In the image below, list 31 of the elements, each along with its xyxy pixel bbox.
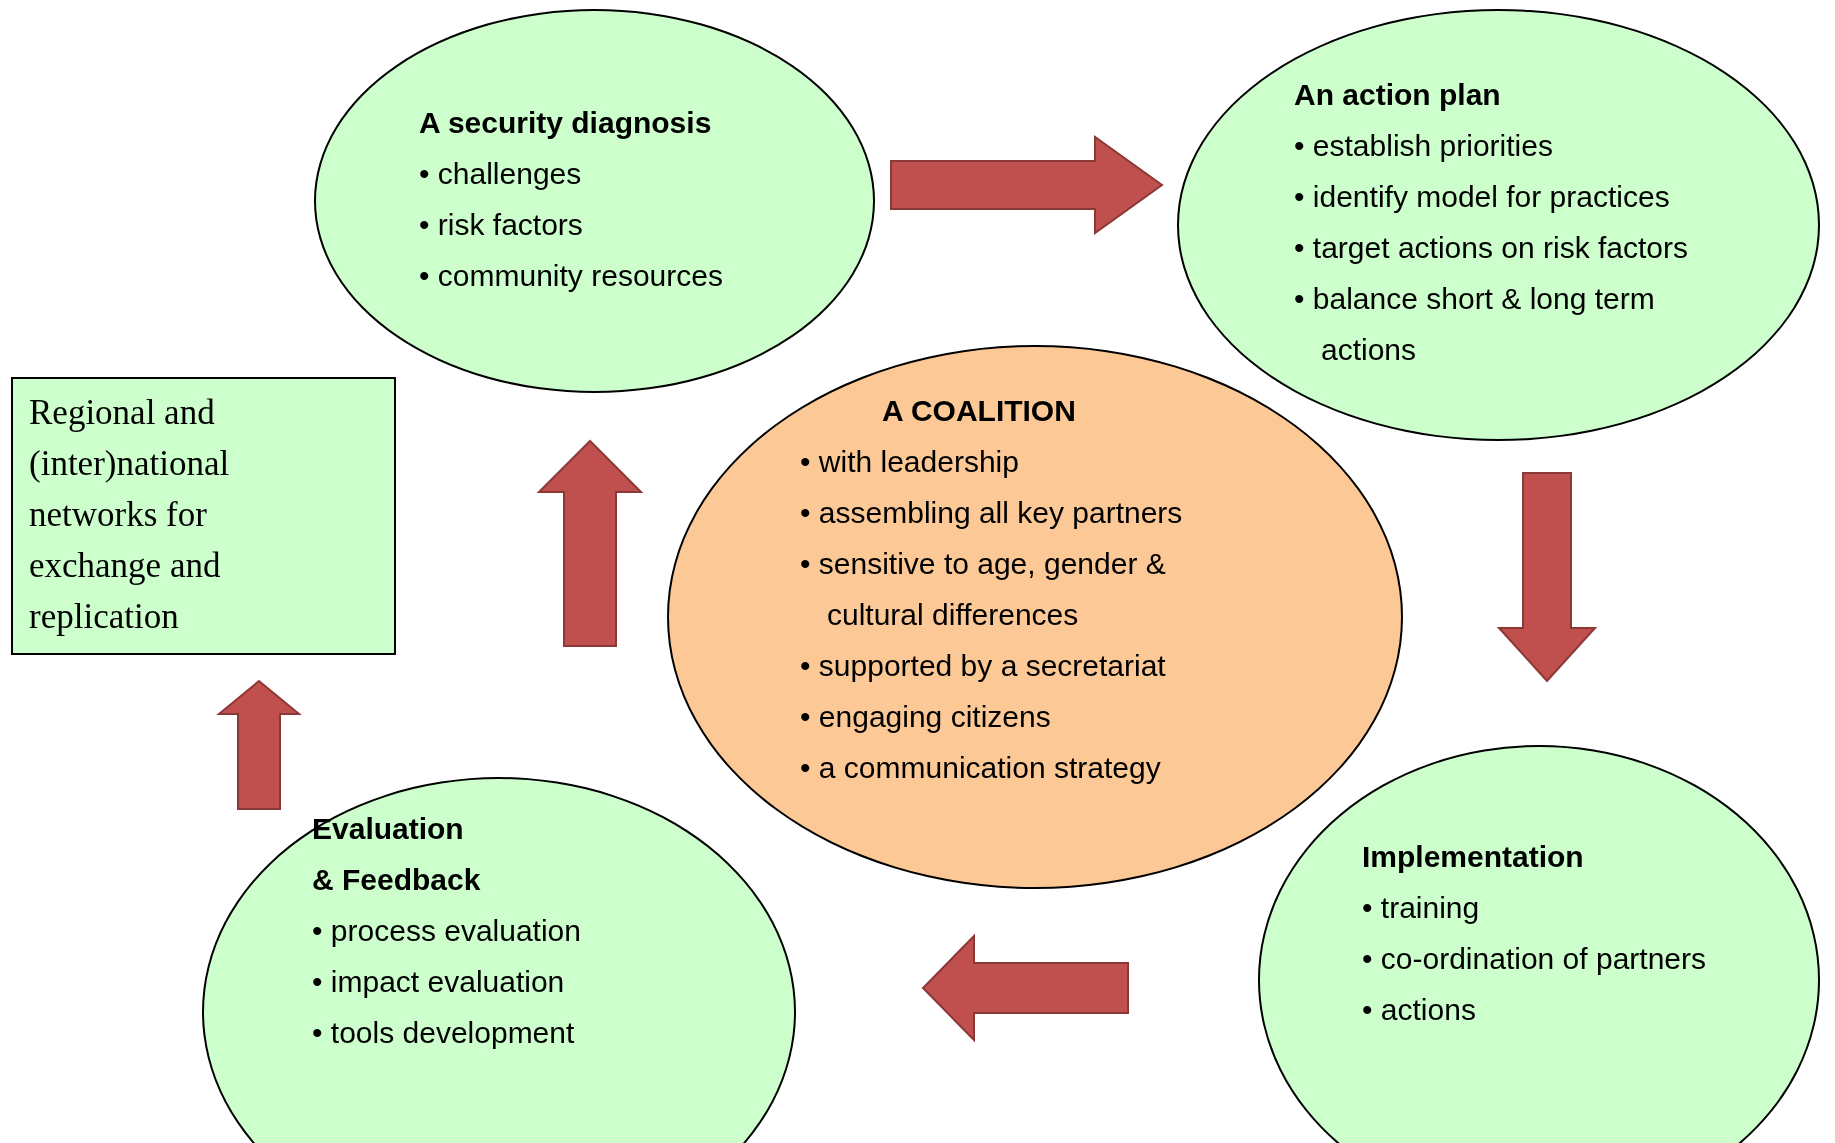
bullet-item: • a communication strategy	[800, 750, 1162, 786]
bullet-item: • impact evaluation	[312, 964, 566, 1000]
bullet-item: • community resources	[419, 258, 724, 294]
bullet-item: • target actions on risk factors	[1294, 230, 1689, 266]
node-heading: An action plan	[1294, 77, 1502, 113]
bullet-item: • engaging citizens	[800, 699, 1052, 735]
node-heading: A COALITION	[882, 393, 1077, 429]
block-arrow	[216, 679, 302, 810]
bullet-item: • establish priorities	[1294, 128, 1554, 164]
bullet-item: • supported by a secretariat	[800, 648, 1167, 684]
node-heading: A security diagnosis	[419, 105, 713, 141]
bullet-item: • tools development	[312, 1015, 576, 1051]
bullet-item: • balance short & long term actions	[1294, 281, 1656, 368]
block-arrow	[890, 135, 1164, 235]
bullet-item: • identify model for practices	[1294, 179, 1671, 215]
bullet-item: • process evaluation	[312, 913, 582, 949]
process-box	[11, 377, 396, 655]
bullet-item: • training	[1362, 890, 1481, 926]
bullet-item: • actions	[1362, 992, 1477, 1028]
bullet-item: • risk factors	[419, 207, 584, 243]
block-arrow	[921, 933, 1129, 1043]
block-arrow	[536, 439, 644, 647]
box-text: Regional and (inter)national networks for exchange and replication	[29, 392, 231, 638]
bullet-item: • assembling all key partners	[800, 495, 1184, 531]
node-heading: Implementation	[1362, 839, 1585, 875]
bullet-item: • with leadership	[800, 444, 1020, 480]
block-arrow	[1496, 472, 1598, 683]
bullet-item: • co-ordination of partners	[1362, 941, 1708, 977]
bullet-item: • sensitive to age, gender & cultural differences	[800, 546, 1167, 633]
node-heading: Evaluation & Feedback	[312, 811, 482, 898]
bullet-item: • challenges	[419, 156, 583, 192]
